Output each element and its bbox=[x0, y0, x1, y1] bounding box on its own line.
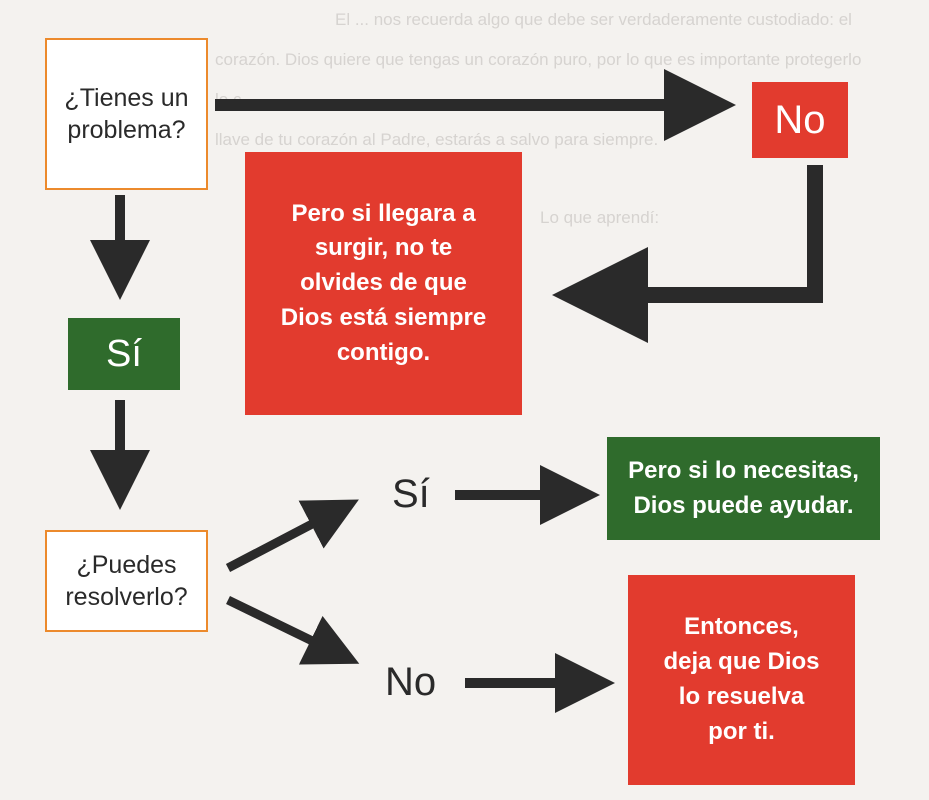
message-deja-dios: Entonces, deja que Dios lo resuelva por … bbox=[628, 575, 855, 785]
message-si-help: Pero si lo necesitas, Dios puede ayudar. bbox=[607, 437, 880, 540]
bleed-text-2: corazón. Dios quiere que tengas un coraz… bbox=[215, 50, 862, 69]
bleed-text-1: El ... nos recuerda algo que debe ser ve… bbox=[335, 10, 852, 29]
arrow-q2-to-no2 bbox=[226, 595, 360, 665]
message-text: Entonces, deja que Dios lo resuelva por … bbox=[663, 613, 820, 745]
question-text: ¿Tienes un problema? bbox=[64, 83, 189, 145]
bleed-text-4: llave de tu corazón al Padre, estarás a … bbox=[215, 130, 659, 149]
label-si: Sí bbox=[392, 472, 430, 516]
question-text: ¿Puedes resolverlo? bbox=[65, 550, 188, 612]
answer-no-text: No bbox=[774, 97, 826, 142]
arrow-no-to-msg bbox=[552, 165, 823, 343]
message-text: Pero si llegara a surgir, no te olvides … bbox=[280, 199, 487, 366]
question-tienes-problema: ¿Tienes un problema? bbox=[45, 38, 208, 190]
bleed-text-5: Lo que aprendí: bbox=[540, 208, 660, 227]
arrow-q2-to-si2 bbox=[225, 499, 359, 572]
message-text: Pero si lo necesitas, Dios puede ayudar. bbox=[628, 456, 859, 519]
answer-si-box: Sí bbox=[68, 318, 180, 390]
label-no: No bbox=[385, 660, 437, 704]
message-no-problem: Pero si llegara a surgir, no te olvides … bbox=[245, 152, 522, 415]
answer-no-box: No bbox=[752, 82, 848, 158]
answer-si-text: Sí bbox=[106, 332, 142, 375]
question-puedes-resolverlo: ¿Puedes resolverlo? bbox=[45, 530, 208, 632]
